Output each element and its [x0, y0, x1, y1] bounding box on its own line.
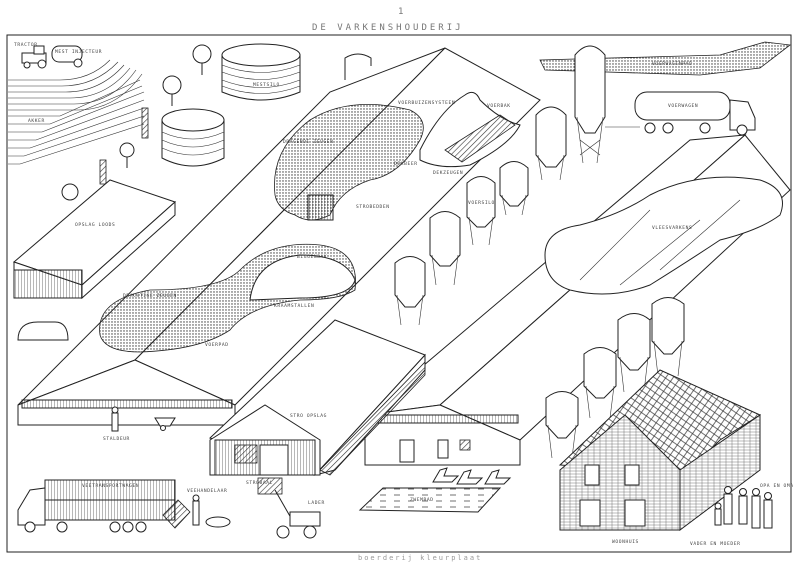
farmer-and-pig — [192, 494, 231, 528]
label-voerbak: VOERBAK — [487, 103, 511, 109]
straw-beds — [307, 194, 334, 221]
tunnel-greenhouse — [17, 321, 69, 341]
family — [714, 486, 773, 529]
label-opa-en-oma: OPA EN OMA — [760, 483, 794, 489]
livestock-truck — [17, 479, 191, 533]
label-mest-injecteur: MEST INJECTEUR — [55, 49, 102, 55]
cutaway-gestation — [274, 103, 424, 221]
swimming-pool — [358, 487, 502, 513]
storage-shed — [13, 179, 176, 300]
label-opslag-loods: OPSLAG LOODS — [75, 222, 115, 228]
sun-loungers — [432, 467, 512, 485]
page-title: DE VARKENSHOUDERIJ — [312, 23, 464, 33]
feed-truck — [605, 91, 756, 136]
label-voerpad: VOERPAD — [205, 342, 229, 348]
tower — [141, 107, 149, 139]
barn-straw-storage — [209, 319, 426, 476]
label-voerwagenpad: VOERWAGENPAD — [652, 61, 692, 67]
cutaway-fattening-pigs — [544, 176, 783, 295]
label-vleesvarkens: VLEESVARKENS — [652, 225, 692, 231]
worker-wheelbarrow — [111, 406, 176, 432]
small-silo — [344, 53, 372, 80]
label-stro-opslag: STRO OPSLAG — [290, 413, 327, 419]
page-number: 1 — [398, 7, 406, 17]
cutaway-piglet-pens — [249, 254, 356, 301]
label-woonhuis: WOONHUIS — [612, 539, 639, 545]
label-strobaal: STROBAAL — [246, 480, 273, 486]
label-veetransportwagen: VEETRANSPORTWAGEN — [82, 483, 139, 489]
manure-silo-back — [221, 43, 301, 101]
feed-troughs — [444, 114, 516, 163]
footer-caption: boerderij kleurplaat — [358, 554, 482, 562]
label-zwembad: ZWEMBAD — [410, 497, 434, 503]
label-biggenbak: BIGGENBAK — [297, 254, 327, 260]
label-kraamstallen: KRAAMSTALLEN — [274, 303, 314, 309]
field — [8, 59, 145, 165]
label-dekzeugen: DEKZEUGEN — [433, 170, 463, 176]
label-lader: LADER — [308, 500, 325, 506]
label-strobedden: STROBEDDEN — [356, 204, 390, 210]
tower — [99, 159, 107, 185]
label-dekbeer: DEKBEER — [394, 161, 418, 167]
label-veehandelaar: VEEHANDELAAR — [187, 488, 227, 494]
farmhouse — [558, 369, 762, 531]
frame-border — [6, 34, 792, 553]
label-akker: AKKER — [28, 118, 45, 124]
label-staldeur: STALDEUR — [103, 436, 130, 442]
label-voerbuizensysteem: VOERBUIZENSYSTEEM — [398, 100, 455, 106]
label-dragende-zeugen: DRAGENDE ZEUGEN — [283, 139, 334, 145]
label-drachtige-zeugen: DRACHTIGE ZEUGEN — [123, 293, 177, 299]
labels: TRACTOR MEST INJECTEUR AKKER MESTSILO VO… — [14, 42, 794, 547]
manure-silo-front — [161, 108, 225, 167]
loader — [257, 477, 321, 539]
tractor — [21, 45, 83, 69]
label-voersilo: VOERSILO — [468, 200, 495, 206]
feed-silos — [394, 45, 685, 459]
label-tractor: TRACTOR — [14, 42, 38, 48]
trees — [61, 44, 212, 201]
label-mestsilo: MESTSILO — [253, 82, 280, 88]
label-vader-en-moeder: VADER EN MOEDER — [690, 541, 741, 547]
label-voerwagen: VOERWAGEN — [668, 103, 698, 109]
